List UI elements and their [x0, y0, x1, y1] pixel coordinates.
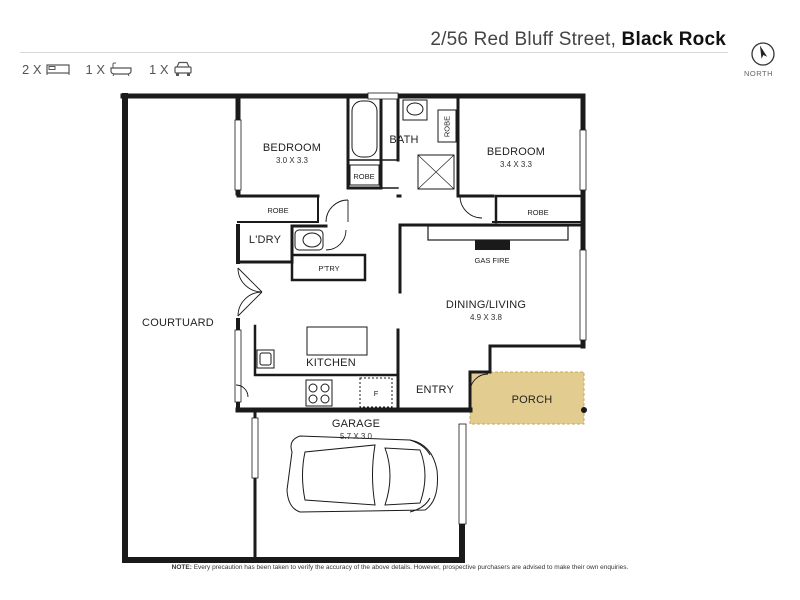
bedroom2-label: BEDROOM	[486, 146, 546, 158]
window	[579, 249, 587, 341]
property-address: 2/56 Red Bluff Street, Black Rock	[430, 29, 726, 51]
robe-bedroom2-label: ROBE	[527, 208, 549, 217]
bedroom1-label: BEDROOM	[262, 142, 322, 154]
robe-bath-small-box	[349, 164, 380, 186]
robe-bath-side-box	[437, 109, 457, 143]
porch-label: PORCH	[511, 394, 553, 406]
feature-summary: 2 X 1 X 1 X	[22, 61, 205, 77]
door-swing	[237, 267, 263, 293]
car-icon	[173, 61, 192, 76]
courtyard-label: COURTUARD	[142, 317, 214, 329]
dining-living-dims: 4.9 X 3.8	[469, 313, 503, 322]
courtyard-boundary	[122, 93, 465, 563]
door-swing	[237, 291, 263, 317]
feature-bathrooms: 1 X	[86, 62, 134, 77]
pantry-label: P'TRY	[318, 264, 340, 273]
window	[579, 129, 587, 191]
porch-post	[581, 407, 587, 413]
north-indicator	[749, 40, 777, 73]
cooktop	[305, 379, 333, 407]
disclaimer-note: NOTE: Every precaution has been taken to…	[0, 564, 800, 571]
door-swing	[459, 195, 483, 219]
door-swing	[325, 199, 349, 223]
address-street: 2/56 Red Bluff Street,	[430, 29, 617, 50]
window	[234, 119, 242, 191]
compass-icon	[751, 42, 775, 66]
robe-bath-side-label: ROBE	[442, 115, 452, 138]
island-bench	[306, 326, 368, 356]
bathtub	[351, 100, 378, 158]
bedroom-count: 2 X	[22, 61, 42, 77]
shower	[417, 154, 455, 190]
window	[367, 92, 399, 100]
window	[251, 417, 259, 479]
bath-walls	[346, 94, 383, 190]
entry-label: ENTRY	[415, 384, 455, 396]
bath-icon	[110, 62, 132, 76]
dining-living-label: DINING/LIVING	[445, 299, 527, 311]
toilet	[294, 229, 324, 251]
header-divider	[20, 52, 728, 53]
fridge-label: F	[373, 389, 379, 398]
laundry-label: L'DRY	[248, 234, 282, 246]
door-swing	[325, 229, 347, 251]
robe-bath-small-label: ROBE	[353, 172, 375, 181]
window	[234, 329, 242, 403]
gas-fire-label: GAS FIRE	[474, 256, 510, 265]
door-swing	[469, 373, 489, 393]
porch-area	[469, 371, 585, 425]
carspace-count: 1 X	[149, 61, 169, 77]
bath-label: BATH	[389, 134, 419, 146]
kitchen-label: KITCHEN	[306, 357, 356, 369]
note-label: NOTE:	[171, 564, 192, 571]
address-suburb: Black Rock	[621, 29, 726, 50]
door-swing	[235, 384, 249, 398]
feature-carspaces: 1 X	[149, 61, 193, 77]
north-label: NORTH	[744, 69, 774, 78]
note-text: Every precaution has been taken to verif…	[193, 564, 629, 571]
feature-bedrooms: 2 X	[22, 62, 70, 77]
bedroom2-dims: 3.4 X 3.3	[499, 160, 533, 169]
bathroom-count: 1 X	[85, 61, 106, 77]
robe-bedroom1-label: ROBE	[267, 206, 289, 215]
garage-label: GARAGE	[331, 418, 381, 430]
car-outline	[286, 435, 438, 513]
garage-dims: 5.7 X 3.0	[339, 432, 373, 441]
fridge-space	[359, 377, 393, 408]
window	[458, 423, 467, 525]
basin	[402, 99, 428, 121]
sink	[256, 349, 275, 369]
bedroom1-dims: 3.0 X 3.3	[275, 156, 309, 165]
bed-icon	[45, 64, 70, 75]
